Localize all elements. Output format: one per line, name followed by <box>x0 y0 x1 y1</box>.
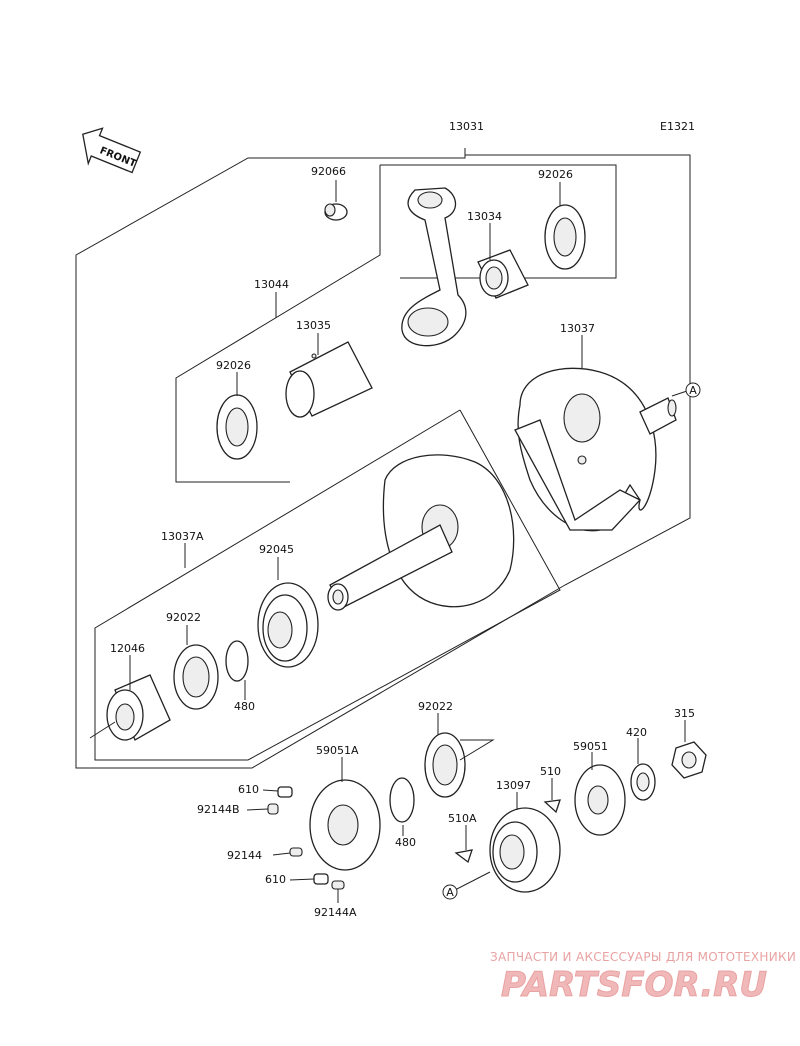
gear-13097-part <box>489 807 561 893</box>
spring-92144-part <box>289 847 303 857</box>
gear-12046-part <box>106 674 171 741</box>
label-92144: 92144 <box>227 849 262 862</box>
label-92022-left: 92022 <box>166 611 201 624</box>
label-92045: 92045 <box>259 543 294 556</box>
label-13037a: 13037A <box>161 530 204 543</box>
washer-upper-part <box>544 204 586 270</box>
ref-marker-a-upper: A <box>685 382 701 398</box>
key-510-part <box>543 799 561 814</box>
spring-92144b-part <box>267 803 279 815</box>
label-92066: 92066 <box>311 165 346 178</box>
gear-59051a-part <box>309 779 381 871</box>
label-92022-right: 92022 <box>418 700 453 713</box>
circlip-left-part <box>225 640 249 682</box>
shim-left-part <box>173 644 219 710</box>
assembly-outline <box>75 148 691 769</box>
connecting-rod-part <box>401 187 467 347</box>
label-510: 510 <box>540 765 561 778</box>
washer-lower-part <box>216 394 258 460</box>
watermark-logo: PARTSFOR.RU <box>500 965 767 1006</box>
label-510a: 510A <box>448 812 477 825</box>
gear-59051-part <box>574 764 626 836</box>
pin-610-upper-part <box>277 786 293 798</box>
svg-text:A: A <box>446 886 454 899</box>
label-610-upper: 610 <box>238 783 259 796</box>
label-13031: 13031 <box>449 120 484 133</box>
pin-610-lower-part <box>313 873 329 885</box>
front-arrow-icon: FRONT <box>82 127 142 174</box>
shim-right-part <box>424 732 466 798</box>
label-13097: 13097 <box>496 779 531 792</box>
label-13035: 13035 <box>296 319 331 332</box>
label-13034: 13034 <box>467 210 502 223</box>
svg-text:A: A <box>689 384 697 397</box>
flywheel-right-part <box>514 367 677 532</box>
watermark-tagline: ЗАПЧАСТИ И АКСЕССУАРЫ ДЛЯ МОТОТЕХНИКИ <box>490 950 797 964</box>
label-59051: 59051 <box>573 740 608 753</box>
label-13037: 13037 <box>560 322 595 335</box>
shim-right-leader <box>459 739 495 761</box>
washer-420-part <box>630 763 656 801</box>
flywheel-left-part <box>327 454 515 611</box>
ref-marker-a-lower: A <box>442 884 458 900</box>
label-59051a: 59051A <box>316 744 359 757</box>
label-480-right: 480 <box>395 836 416 849</box>
ball-bearing-part <box>257 582 319 668</box>
needle-bearing-part <box>477 249 529 299</box>
key-510a-part <box>454 849 473 864</box>
label-12046: 12046 <box>110 642 145 655</box>
diagram-code: E1321 <box>660 120 695 133</box>
label-92026-upper: 92026 <box>538 168 573 181</box>
label-315: 315 <box>674 707 695 720</box>
crank-pin-part <box>285 341 373 418</box>
label-92144b: 92144B <box>197 803 240 816</box>
nut-315-part <box>671 741 707 779</box>
label-480-left: 480 <box>234 700 255 713</box>
leader-lines <box>89 180 686 903</box>
label-92144a: 92144A <box>314 906 357 919</box>
circlip-right-part <box>389 777 415 823</box>
svg-text:PARTSFOR.RU: PARTSFOR.RU <box>501 965 767 1005</box>
label-420: 420 <box>626 726 647 739</box>
label-610-lower: 610 <box>265 873 286 886</box>
spring-92144a-part <box>331 880 345 890</box>
label-13044: 13044 <box>254 278 289 291</box>
part-labels: E1321 13031 92066 92026 13034 13044 1303… <box>110 120 695 919</box>
oil-jet-part <box>324 203 348 221</box>
label-92026-lower: 92026 <box>216 359 251 372</box>
